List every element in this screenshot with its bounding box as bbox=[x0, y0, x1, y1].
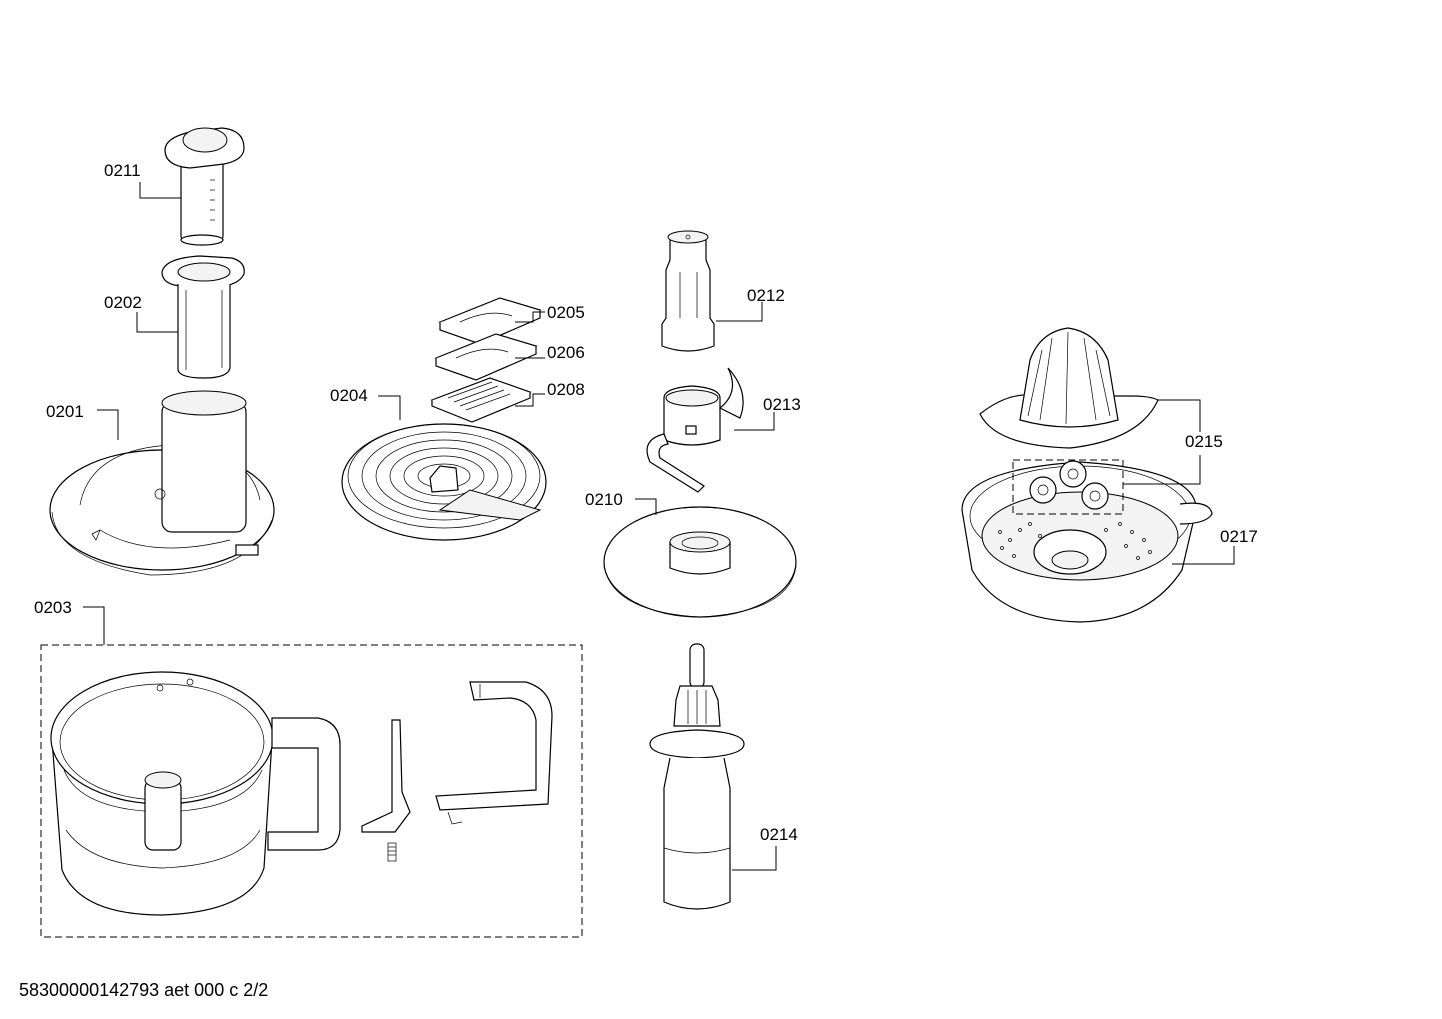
label-0205: 0205 bbox=[547, 303, 585, 322]
part-0214-spindle bbox=[649, 643, 745, 910]
part-0208-insert bbox=[430, 377, 532, 423]
label-0215: 0215 bbox=[1185, 432, 1223, 451]
label-0213: 0213 bbox=[763, 395, 801, 414]
label-0208: 0208 bbox=[547, 380, 585, 399]
part-0211-pusher bbox=[164, 127, 245, 246]
part-0212-drive-shaft bbox=[661, 230, 715, 352]
part-0213-blade bbox=[646, 367, 744, 493]
label-0201: 0201 bbox=[46, 402, 84, 421]
gear-group-box bbox=[1012, 459, 1124, 515]
label-0211: 0211 bbox=[104, 161, 141, 180]
part-0215-gears bbox=[1029, 460, 1109, 510]
part-0210-disc bbox=[603, 506, 797, 618]
part-0204-slicing-disc bbox=[341, 423, 547, 541]
part-0203-handle-bracket bbox=[435, 681, 553, 825]
part-0217-strainer bbox=[961, 461, 1213, 623]
part-0206-insert bbox=[434, 333, 538, 381]
label-0204: 0204 bbox=[330, 386, 368, 405]
bowl-group-box bbox=[40, 644, 583, 938]
label-0206: 0206 bbox=[547, 343, 585, 362]
label-0203: 0203 bbox=[34, 598, 72, 617]
label-0212: 0212 bbox=[747, 286, 785, 305]
label-0214: 0214 bbox=[760, 825, 798, 844]
part-0201-lid bbox=[49, 390, 275, 576]
part-0202-feed-tube-insert bbox=[161, 255, 245, 379]
part-0215-citrus-cone bbox=[979, 327, 1159, 449]
part-0203-bowl bbox=[50, 671, 341, 916]
part-0203-latch bbox=[361, 719, 411, 862]
label-0217: 0217 bbox=[1220, 527, 1258, 546]
label-0202: 0202 bbox=[104, 293, 142, 312]
label-0210: 0210 bbox=[585, 490, 623, 509]
footer-document-code: 58300000142793 aet 000 c 2/2 bbox=[19, 980, 269, 1000]
